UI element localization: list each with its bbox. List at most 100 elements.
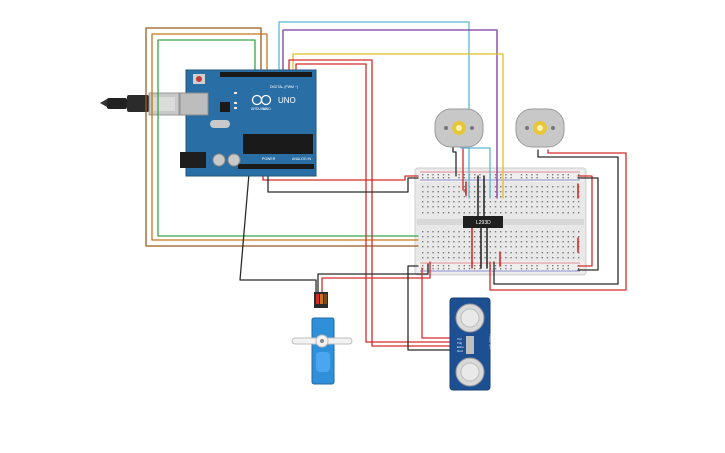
breadboard-hole xyxy=(468,201,471,203)
breadboard-hole xyxy=(500,196,502,198)
sensor-pin-label-3: Echo xyxy=(457,345,464,349)
breadboard-hole xyxy=(479,206,481,208)
breadboard-hole xyxy=(562,252,564,254)
breadboard-hole xyxy=(468,268,471,270)
breadboard-hole xyxy=(484,252,486,254)
breadboard-hole xyxy=(526,241,528,243)
breadboard-hole xyxy=(531,246,533,248)
breadboard-hole xyxy=(557,177,559,179)
breadboard-hole xyxy=(458,206,460,208)
breadboard-hole xyxy=(531,196,533,198)
breadboard-hole xyxy=(474,246,476,248)
breadboard-hole xyxy=(552,241,554,243)
breadboard-hole xyxy=(448,241,450,243)
breadboard-hole xyxy=(484,191,486,193)
breadboard-hole xyxy=(541,201,543,203)
breadboard-hole xyxy=(474,236,476,238)
breadboard-hole xyxy=(422,241,424,243)
wire-red-motor2 xyxy=(489,149,627,291)
breadboard-hole xyxy=(546,241,549,243)
breadboard-hole xyxy=(515,186,517,188)
breadboard-hole xyxy=(567,196,569,198)
breadboard-hole xyxy=(531,231,533,233)
breadboard-hole xyxy=(541,236,543,238)
breadboard-hole xyxy=(422,206,424,208)
breadboard-hole xyxy=(541,206,543,208)
breadboard-hole xyxy=(448,186,450,188)
breadboard-hole xyxy=(442,174,445,176)
breadboard-hole xyxy=(557,252,559,254)
breadboard-hole xyxy=(505,186,507,188)
breadboard-hole xyxy=(572,186,575,188)
breadboard-hole xyxy=(453,212,455,214)
breadboard-hole xyxy=(510,186,512,188)
breadboard-hole xyxy=(463,174,465,176)
ultrasonic-sensor: Vcc Trig Echo Gnd HC-SR04 xyxy=(449,297,493,391)
breadboard-hole xyxy=(463,231,465,233)
breadboard-hole xyxy=(567,265,569,267)
breadboard-hole xyxy=(572,241,575,243)
breadboard-hole xyxy=(437,206,439,208)
breadboard-hole xyxy=(531,265,533,267)
breadboard-hole xyxy=(448,268,450,270)
breadboard-hole xyxy=(432,206,434,208)
breadboard-hole xyxy=(453,236,455,238)
wire-black-motor1 xyxy=(452,145,457,177)
breadboard-hole xyxy=(520,212,523,214)
arduino-model-line1: ARDUINO xyxy=(251,107,267,111)
breadboard-hole xyxy=(562,265,564,267)
breadboard-hole xyxy=(474,206,476,208)
breadboard-hole xyxy=(541,257,543,259)
breadboard-hole xyxy=(427,174,429,176)
breadboard-hole xyxy=(448,177,450,179)
breadboard-hole xyxy=(422,246,424,248)
breadboard-hole xyxy=(489,241,491,243)
breadboard-hole xyxy=(505,257,507,259)
breadboard-hole xyxy=(458,265,460,267)
breadboard-hole xyxy=(479,177,481,179)
breadboard-hole xyxy=(520,196,523,198)
servo-motor xyxy=(291,292,353,385)
breadboard-hole xyxy=(427,212,429,214)
breadboard-hole xyxy=(458,241,460,243)
breadboard-hole xyxy=(463,252,465,254)
breadboard-hole xyxy=(536,246,538,248)
breadboard-hole xyxy=(474,241,476,243)
breadboard-hole xyxy=(453,257,455,259)
breadboard-hole xyxy=(432,265,434,267)
breadboard-hole xyxy=(432,231,434,233)
breadboard-hole xyxy=(546,257,549,259)
breadboard-hole xyxy=(489,206,491,208)
breadboard-hole xyxy=(494,257,497,259)
breadboard-hole xyxy=(463,236,465,238)
breadboard-hole xyxy=(552,257,554,259)
breadboard-hole xyxy=(474,231,476,233)
breadboard-hole xyxy=(515,257,517,259)
breadboard-hole xyxy=(458,186,460,188)
breadboard-hole xyxy=(562,246,564,248)
wire-black-servo xyxy=(239,149,317,293)
breadboard-hole xyxy=(536,186,538,188)
breadboard-hole xyxy=(448,257,450,259)
breadboard-hole xyxy=(463,191,465,193)
breadboard-hole xyxy=(510,177,512,179)
wire-red-2 xyxy=(295,63,453,343)
breadboard-hole xyxy=(510,268,512,270)
breadboard-hole xyxy=(468,236,471,238)
breadboard-hole xyxy=(479,231,481,233)
breadboard-hole xyxy=(442,196,445,198)
wire-red-servo xyxy=(321,261,431,293)
breadboard-hole xyxy=(572,252,575,254)
sensor-pin-label-4: Gnd xyxy=(457,349,463,353)
breadboard-hole xyxy=(463,241,465,243)
breadboard-hole xyxy=(515,201,517,203)
breadboard-hole xyxy=(520,236,523,238)
breadboard-hole xyxy=(422,252,424,254)
breadboard-hole xyxy=(422,186,424,188)
breadboard-hole xyxy=(432,246,434,248)
breadboard-hole xyxy=(422,257,424,259)
breadboard-hole xyxy=(541,246,543,248)
breadboard-hole xyxy=(442,236,445,238)
breadboard-hole xyxy=(526,252,528,254)
breadboard-hole xyxy=(552,201,554,203)
